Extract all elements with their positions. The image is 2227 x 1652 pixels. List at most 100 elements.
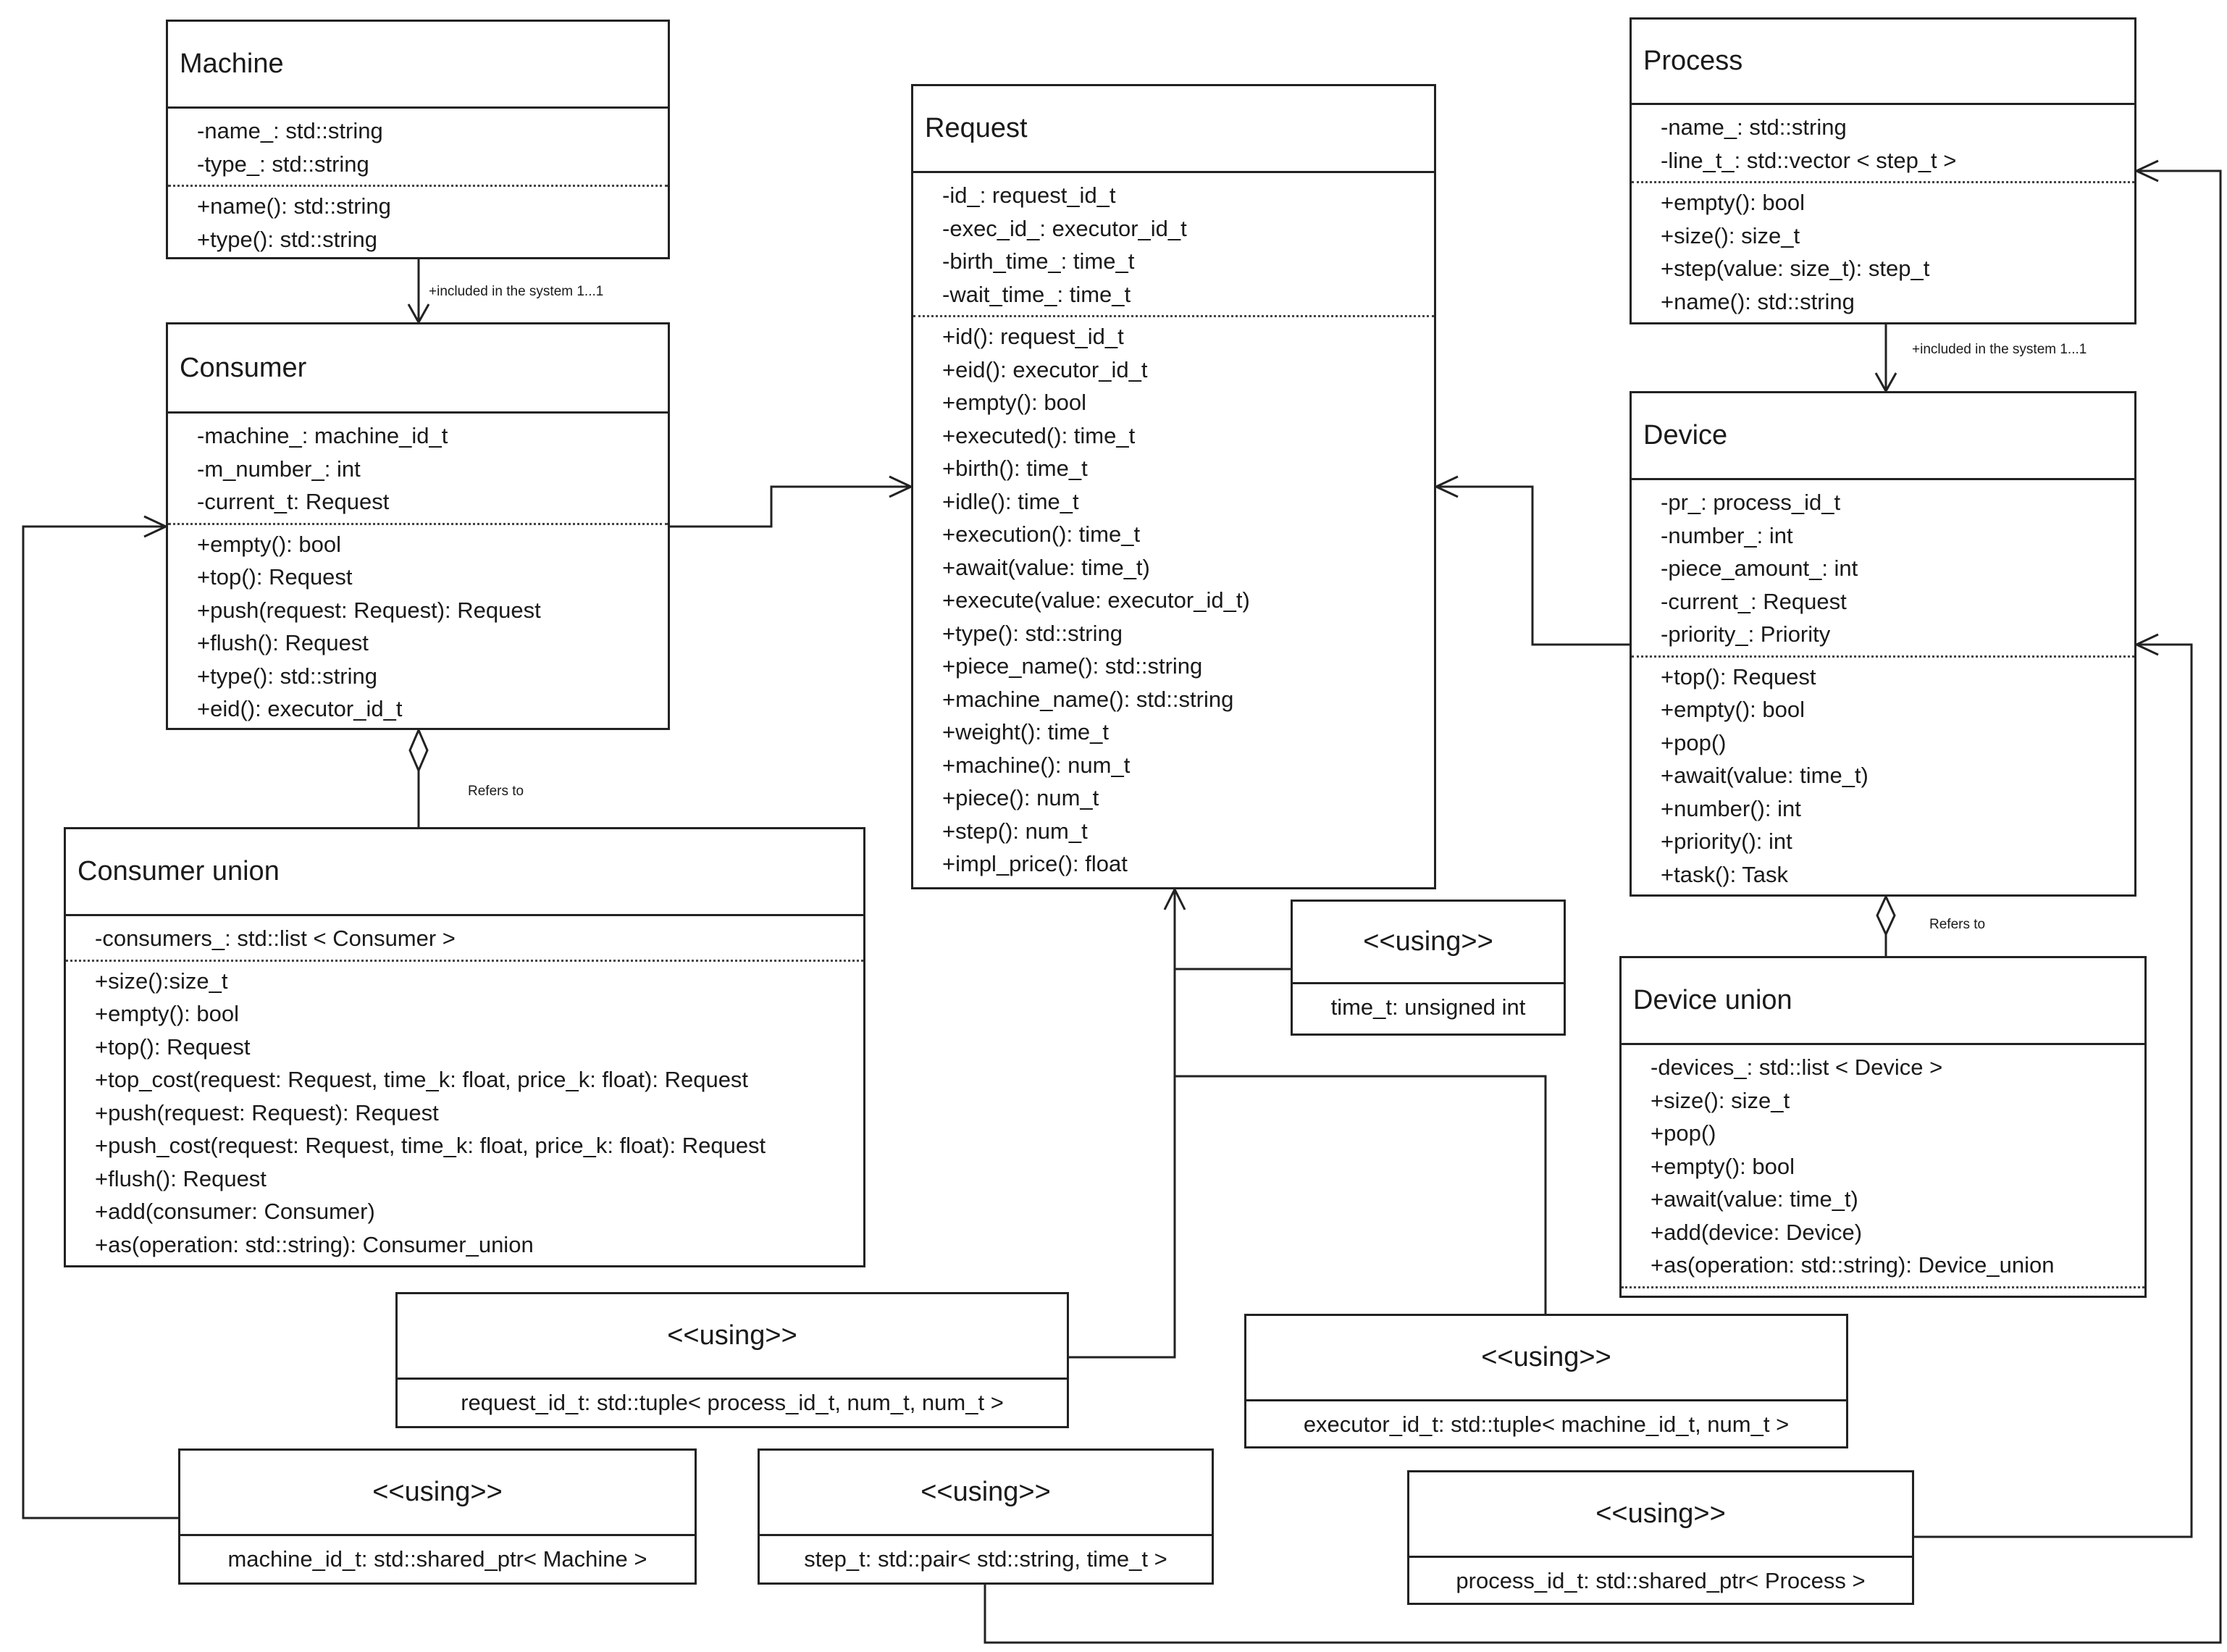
method: +empty(): bool — [1661, 190, 1805, 215]
method: +impl_price(): float — [942, 851, 1128, 876]
method: +await(value: time_t) — [1661, 763, 1869, 788]
process-device-label: +included in the system 1...1 — [1912, 342, 2087, 357]
method: +piece(): num_t — [942, 785, 1099, 810]
method: +push(request: Request): Request — [95, 1099, 439, 1125]
using-process-id-t[interactable]: <<using>> process_id_t: std::shared_ptr<… — [1407, 1470, 1914, 1605]
method: +machine(): num_t — [942, 752, 1131, 778]
using-time-t[interactable]: <<using>> time_t: unsigned int — [1291, 900, 1566, 1036]
method: +top_cost(request: Request, time_k: floa… — [95, 1067, 749, 1092]
method: +task(): Task — [1661, 861, 1789, 887]
divider — [66, 959, 863, 962]
type-alias: machine_id_t: std::shared_ptr< Machine > — [227, 1546, 647, 1572]
attribute: -priority_: Priority — [1661, 621, 1831, 647]
attribute: -number_: int — [1661, 522, 1793, 548]
stereotype-label: <<using>> — [1409, 1472, 1912, 1558]
method: +priority(): int — [1661, 829, 1792, 854]
attribute: -current_: Request — [1661, 588, 1847, 614]
attribute: -pr_: process_id_t — [1661, 490, 1841, 515]
method: +birth(): time_t — [942, 456, 1088, 481]
divider — [1622, 1286, 2144, 1288]
class-device[interactable]: Device -pr_: process_id_t -number_: int … — [1630, 391, 2136, 897]
method: +piece_name(): std::string — [942, 653, 1203, 679]
device-aggregation-diamond — [1876, 894, 1896, 937]
method: +weight(): time_t — [942, 719, 1110, 745]
request-id-request-link — [1069, 889, 1176, 1359]
class-members: -pr_: process_id_t -number_: int -piece_… — [1632, 480, 2134, 891]
method: +type(): std::string — [197, 226, 377, 252]
method: +top(): Request — [95, 1033, 251, 1060]
attribute: -piece_amount_: int — [1661, 555, 1858, 581]
attribute: -name_: std::string — [1661, 114, 1847, 140]
method: +empty(): bool — [197, 531, 342, 557]
using-executor-id-t[interactable]: <<using>> executor_id_t: std::tuple< mac… — [1244, 1314, 1848, 1448]
using-machine-id-t[interactable]: <<using>> machine_id_t: std::shared_ptr<… — [178, 1448, 697, 1585]
method: +top(): Request — [1661, 663, 1816, 689]
using-request-id-t[interactable]: <<using>> request_id_t: std::tuple< proc… — [395, 1292, 1069, 1428]
step-t-process-link — [984, 169, 2222, 1644]
request-arrowhead — [1163, 886, 1186, 910]
consumer-request-link — [670, 485, 911, 528]
class-process[interactable]: Process -name_: std::string -line_t_: st… — [1630, 17, 2136, 324]
method: +eid(): executor_id_t — [942, 356, 1148, 382]
method: +type(): std::string — [942, 620, 1123, 646]
method: +await(value: time_t) — [1651, 1186, 1858, 1212]
method: +id(): request_id_t — [942, 324, 1124, 349]
method: +eid(): executor_id_t — [197, 696, 403, 721]
consumer-aggregation-diamond — [408, 727, 429, 773]
method: +add(consumer: Consumer) — [95, 1199, 375, 1224]
class-members: -devices_: std::list < Device > +size():… — [1622, 1045, 2144, 1288]
method: +execution(): time_t — [942, 521, 1141, 547]
divider — [168, 185, 668, 187]
divider — [1632, 181, 2134, 183]
process-id-device-arrowhead — [2134, 633, 2159, 656]
class-title: Device union — [1622, 958, 2144, 1045]
method: +type(): std::string — [197, 663, 377, 689]
method: +execute(value: executor_id_t) — [942, 587, 1250, 613]
stereotype-label: <<using>> — [1246, 1316, 1846, 1401]
stereotype-label: <<using>> — [1293, 902, 1564, 984]
class-title: Machine — [168, 22, 668, 109]
divider — [168, 522, 668, 525]
method: +push(request: Request): Request — [197, 597, 541, 623]
method: +step(value: size_t): step_t — [1661, 256, 1930, 281]
class-machine[interactable]: Machine -name_: std::string -type_: std:… — [166, 20, 670, 259]
device-request-arrowhead — [1433, 475, 1459, 498]
method: +await(value: time_t) — [942, 554, 1150, 580]
attribute: -consumers_: std::list < Consumer > — [95, 926, 456, 951]
attribute: -current_t: Request — [197, 489, 390, 514]
class-consumer[interactable]: Consumer -machine_: machine_id_t -m_numb… — [166, 322, 670, 730]
class-request[interactable]: Request -id_: request_id_t -exec_id_: ex… — [911, 84, 1436, 889]
class-title: Consumer union — [66, 829, 863, 916]
using-step-t[interactable]: <<using>> step_t: std::pair< std::string… — [758, 1448, 1214, 1585]
method: +add(device: Device) — [1651, 1219, 1863, 1245]
class-title: Consumer — [168, 324, 668, 414]
class-device-union[interactable]: Device union -devices_: std::list < Devi… — [1619, 956, 2147, 1298]
method: +top(): Request — [197, 564, 353, 590]
method: +executed(): time_t — [942, 422, 1136, 448]
method: +as(operation: std::string): Consumer_un… — [95, 1231, 534, 1257]
method: +pop() — [1651, 1120, 1716, 1146]
stereotype-label: <<using>> — [180, 1451, 695, 1536]
class-members: -consumers_: std::list < Consumer > +siz… — [66, 916, 863, 1261]
divider — [913, 315, 1434, 317]
device-request-link — [1436, 485, 1630, 646]
device-refers-label: Refers to — [1929, 917, 1986, 932]
method: +step(): num_t — [942, 818, 1088, 844]
method: +size():size_t — [95, 968, 228, 994]
method: +machine_name(): std::string — [942, 686, 1234, 712]
method: +size(): size_t — [1661, 222, 1800, 248]
attribute: -machine_: machine_id_t — [197, 423, 448, 448]
step-t-process-arrowhead — [2134, 159, 2159, 183]
attribute: -type_: std::string — [197, 151, 369, 177]
executor-id-request-link — [1175, 1075, 1547, 1314]
attribute: -exec_id_: executor_id_t — [942, 215, 1187, 241]
method: +as(operation: std::string): Device_unio… — [1651, 1252, 2055, 1278]
method: +number(): int — [1661, 795, 1801, 821]
type-alias: time_t: unsigned int — [1330, 994, 1526, 1020]
process-id-device-link — [1914, 643, 2193, 1538]
attribute: -devices_: std::list < Device > — [1651, 1054, 1943, 1080]
class-consumer-union[interactable]: Consumer union -consumers_: std::list < … — [64, 827, 865, 1267]
class-members: -name_: std::string -line_t_: std::vecto… — [1632, 105, 2134, 318]
method: +name(): std::string — [1661, 288, 1855, 314]
